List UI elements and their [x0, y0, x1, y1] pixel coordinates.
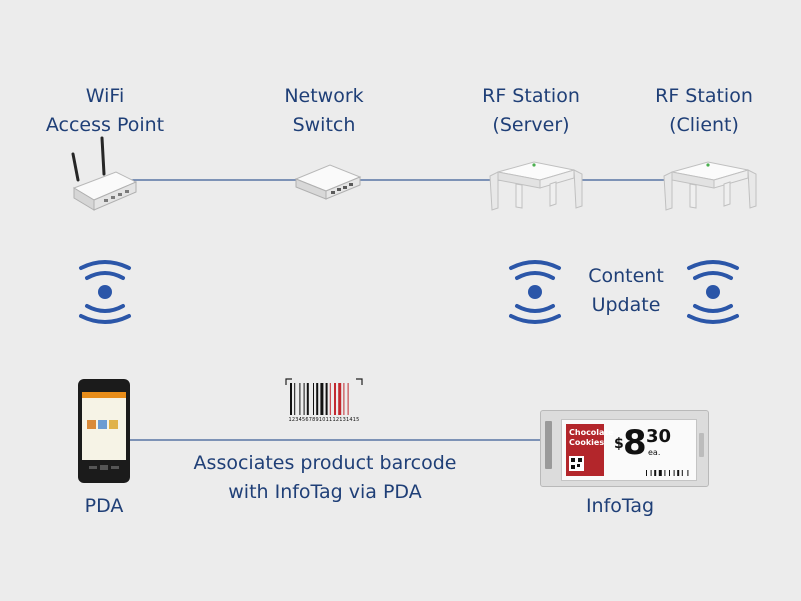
switch-label-line1: Network	[284, 85, 364, 107]
association-line2: with InfoTag via PDA	[228, 481, 422, 503]
wifi-label-line1: WiFi	[85, 85, 125, 107]
barcode-bar	[306, 383, 309, 415]
rf-station-client-icon	[663, 161, 757, 211]
tag-barcode-bar	[687, 470, 689, 476]
barcode-bar	[347, 383, 349, 415]
tag-barcode-bar	[650, 470, 652, 476]
tag-product-line1: Chocolate	[569, 428, 614, 437]
barcode-icon: 123456789101112131415	[284, 377, 364, 425]
tag-barcode-bar	[664, 470, 666, 476]
barcode-bar	[334, 383, 336, 415]
barcode-bar	[294, 383, 296, 415]
barcode-bar	[343, 383, 345, 415]
tag-unit: ea.	[648, 448, 661, 457]
barcode-bars	[285, 378, 363, 415]
wireless-signal-icon-wifi	[79, 260, 131, 324]
association-label: Associates product barcode with InfoTag …	[175, 449, 475, 507]
tag-right-clip	[699, 433, 704, 457]
barcode-bar	[316, 383, 319, 415]
wifi-access-point-label: WiFi Access Point	[35, 82, 175, 140]
network-switch-label: Network Switch	[254, 82, 394, 140]
barcode-bar	[313, 383, 314, 415]
rf-client-label-line2: (Client)	[669, 114, 739, 136]
tag-barcode-icon	[646, 470, 689, 476]
content-update-line2: Update	[591, 294, 661, 316]
tag-dollars: 8	[623, 423, 647, 463]
tag-price: $ 8 30 ea.	[614, 423, 692, 466]
rf-client-label-line1: RF Station	[655, 85, 753, 107]
barcode-bar	[338, 383, 342, 415]
infotag-label: InfoTag	[585, 495, 655, 517]
network-switch-icon	[294, 164, 362, 200]
barcode-number: 123456789101112131415	[288, 417, 360, 423]
tag-barcode-bar	[673, 470, 675, 476]
association-line1: Associates product barcode	[193, 452, 457, 474]
pda-label: PDA	[84, 495, 124, 517]
barcode-bar	[329, 383, 331, 415]
switch-label-line2: Switch	[292, 114, 356, 136]
wireless-signal-icon-rf-server	[509, 260, 561, 324]
tag-product-line2: Cookies	[569, 438, 605, 447]
tag-barcode-bar	[654, 470, 657, 476]
tag-barcode-bar	[658, 470, 662, 476]
wireless-signal-icon-rf-client	[687, 260, 739, 324]
barcode-bar	[290, 383, 292, 415]
content-update-label: Content Update	[566, 262, 686, 320]
tag-left-stripe	[545, 421, 552, 469]
rf-station-client-label: RF Station (Client)	[634, 82, 774, 140]
barcode-bar	[303, 383, 305, 415]
rf-station-server-label: RF Station (Server)	[461, 82, 601, 140]
rf-server-label-line1: RF Station	[482, 85, 580, 107]
tag-screen: Chocolate Cookies $ 8 30 ea.	[561, 419, 697, 481]
content-update-line1: Content	[588, 265, 664, 287]
electronic-shelf-label-icon: Chocolate Cookies $ 8 30 ea.	[540, 410, 709, 487]
tag-barcode-bar	[669, 470, 670, 476]
tag-product-panel: Chocolate Cookies	[566, 424, 614, 476]
wifi-label-line2: Access Point	[45, 114, 165, 136]
tag-barcode-bar	[646, 470, 647, 476]
tag-barcode-bar	[677, 470, 680, 476]
tag-cents: 30	[646, 426, 672, 447]
pda-device-icon	[78, 379, 130, 483]
tag-barcode-bar	[681, 470, 683, 476]
wifi-router-icon	[71, 136, 138, 211]
barcode-bar	[320, 383, 324, 415]
rf-server-label-line2: (Server)	[492, 114, 570, 136]
tag-qr-code-icon	[569, 456, 584, 471]
rf-station-server-icon	[489, 161, 583, 211]
tag-currency: $	[614, 436, 624, 452]
barcode-bar	[299, 383, 301, 415]
barcode-bar	[325, 383, 328, 415]
